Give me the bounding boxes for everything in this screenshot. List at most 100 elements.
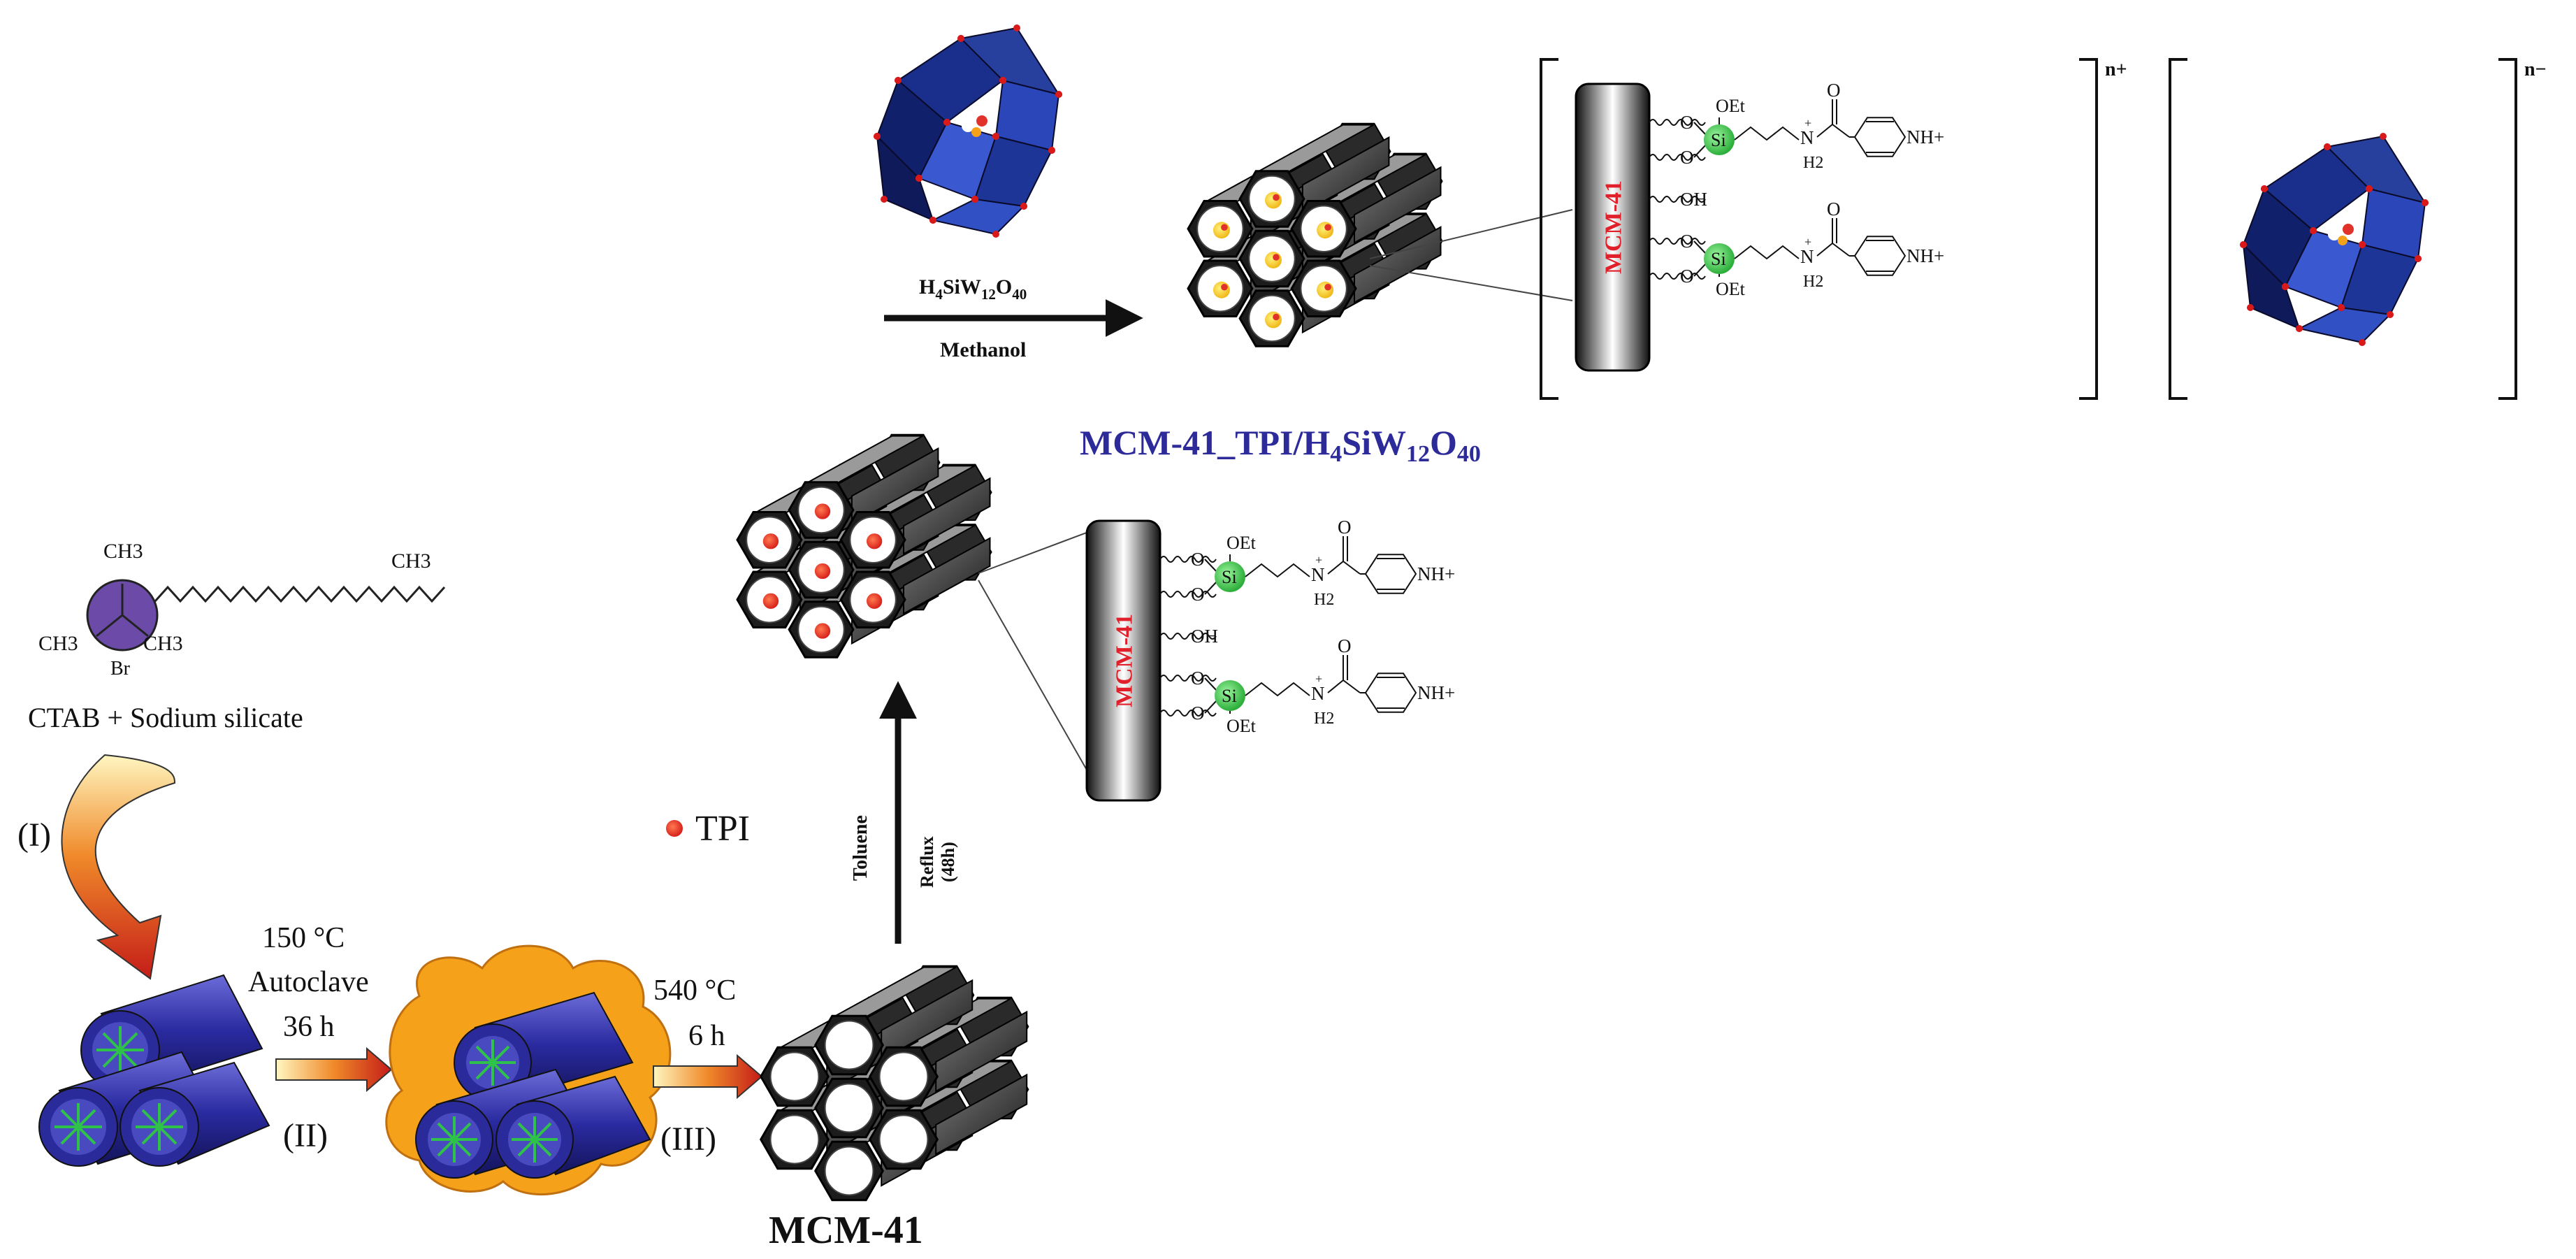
svg-text:O: O (1827, 199, 1841, 220)
svg-text:H2: H2 (1803, 273, 1823, 291)
charge-negative: n− (2524, 59, 2547, 80)
svg-text:N: N (1311, 564, 1325, 585)
svg-text:OEt: OEt (1227, 716, 1257, 736)
charge-positive: n+ (2105, 59, 2127, 80)
tpi-dot (762, 593, 779, 609)
svg-text:NH+: NH+ (1906, 127, 1944, 148)
svg-text:O: O (1191, 703, 1205, 724)
step-2-time: 36 h (283, 1011, 335, 1043)
svg-text:O: O (1338, 517, 1352, 538)
tpi-dot (814, 623, 831, 639)
pore (824, 1020, 874, 1070)
svg-text:N: N (1311, 683, 1325, 704)
alkyl-chain (154, 585, 446, 603)
anion-bracket (2169, 58, 2517, 400)
svg-text:O: O (1680, 266, 1694, 287)
hpa-solvent: Methanol (940, 338, 1026, 361)
step-1-label: (I) (17, 816, 51, 854)
svg-text:O: O (1191, 584, 1205, 605)
pom-dot (1213, 222, 1230, 239)
zoom-lines-product (1369, 209, 1573, 301)
si-atom (1704, 243, 1735, 274)
si-atom (1215, 561, 1245, 592)
mcm41-label: MCM-41 (769, 1209, 923, 1252)
pore (824, 1146, 874, 1196)
step-2-arrow (275, 1046, 393, 1093)
pore (769, 1114, 820, 1165)
svg-text:H2: H2 (1314, 710, 1334, 728)
svg-text:O: O (1680, 147, 1694, 168)
step-2-temperature: 150 °C (262, 922, 345, 954)
svg-text:NH+: NH+ (1906, 245, 1944, 266)
solvent-toluene: Toluene (850, 815, 871, 881)
svg-text:NH+: NH+ (1417, 682, 1455, 703)
svg-text:+: + (1804, 116, 1811, 130)
zoom-lines-tpi (978, 531, 1091, 777)
svg-text:OH: OH (1680, 189, 1707, 210)
mcm41-tpi-hex-bundle (736, 433, 992, 659)
svg-text:N: N (1800, 246, 1814, 267)
svg-text:OEt: OEt (1716, 279, 1746, 299)
svg-text:O: O (1338, 635, 1352, 656)
svg-text:NH+: NH+ (1417, 563, 1455, 584)
tpi-legend-label: TPI (695, 809, 750, 849)
cation-bracket (1540, 58, 2098, 400)
pore (824, 1083, 874, 1133)
pom-dot (1317, 222, 1334, 239)
reflux-label: Reflux (917, 836, 937, 888)
svg-text:O: O (1680, 112, 1694, 133)
tpi-dot (866, 593, 883, 609)
pom-dot (1265, 252, 1282, 268)
pom-dot (1265, 311, 1282, 329)
micelle-rod-bundle (38, 974, 270, 1167)
tpi-dot (762, 533, 779, 549)
svg-text:H2: H2 (1803, 154, 1823, 172)
svg-text:Si: Si (1222, 686, 1237, 706)
svg-text:O: O (1680, 231, 1694, 252)
svg-text:OEt: OEt (1716, 96, 1746, 116)
svg-text:O: O (1191, 668, 1205, 689)
svg-text:+: + (1315, 553, 1322, 567)
hpa-formula: H4SiW12O40 (919, 275, 1027, 303)
step-2-label: (II) (283, 1117, 328, 1154)
pom-cluster-reactant (874, 24, 1062, 238)
reflux-time: (48h) (938, 842, 958, 882)
svg-text:+: + (1804, 235, 1811, 249)
svg-text:O: O (1191, 549, 1205, 570)
wall-label: MCM-41 (1601, 180, 1627, 274)
step-3-arrow (653, 1053, 763, 1100)
wall-label: MCM-41 (1112, 614, 1138, 707)
autoclave-bundle (385, 944, 672, 1195)
pom-dot (1265, 192, 1282, 209)
tpi-dot (814, 563, 831, 580)
step-1-arrow (61, 754, 176, 980)
step-3-time: 6 h (688, 1020, 725, 1052)
svg-text:+: + (1315, 672, 1322, 686)
ctab-bromide: Br (110, 658, 131, 679)
pom-dot (1317, 281, 1334, 298)
product-hex-bundle (1187, 122, 1443, 347)
pom-cluster-anion (2240, 133, 2429, 346)
step-3-temperature: 540 °C (653, 974, 736, 1007)
svg-text:N: N (1800, 127, 1814, 148)
svg-text:H2: H2 (1314, 591, 1334, 609)
pom-dot (1213, 281, 1230, 298)
svg-text:Si: Si (1711, 130, 1726, 150)
product-title: MCM-41_TPI/H4SiW12O40 (1080, 423, 1481, 467)
svg-text:O: O (1827, 80, 1841, 101)
pore (878, 1051, 929, 1102)
step-3-label: (III) (660, 1121, 716, 1158)
ctab-molecule: CH3 CH3 CH3 CH3 Br (38, 540, 446, 679)
ctab-ch3-tail: CH3 (391, 549, 431, 573)
pore (878, 1114, 929, 1165)
reactants-label: CTAB + Sodium silicate (28, 702, 303, 733)
svg-text:OH: OH (1191, 626, 1218, 647)
svg-text:OEt: OEt (1227, 533, 1257, 553)
tpi-legend-dot (666, 820, 683, 837)
step-2-vessel: Autoclave (248, 966, 369, 998)
svg-text:Si: Si (1222, 567, 1237, 587)
pore (769, 1051, 820, 1102)
